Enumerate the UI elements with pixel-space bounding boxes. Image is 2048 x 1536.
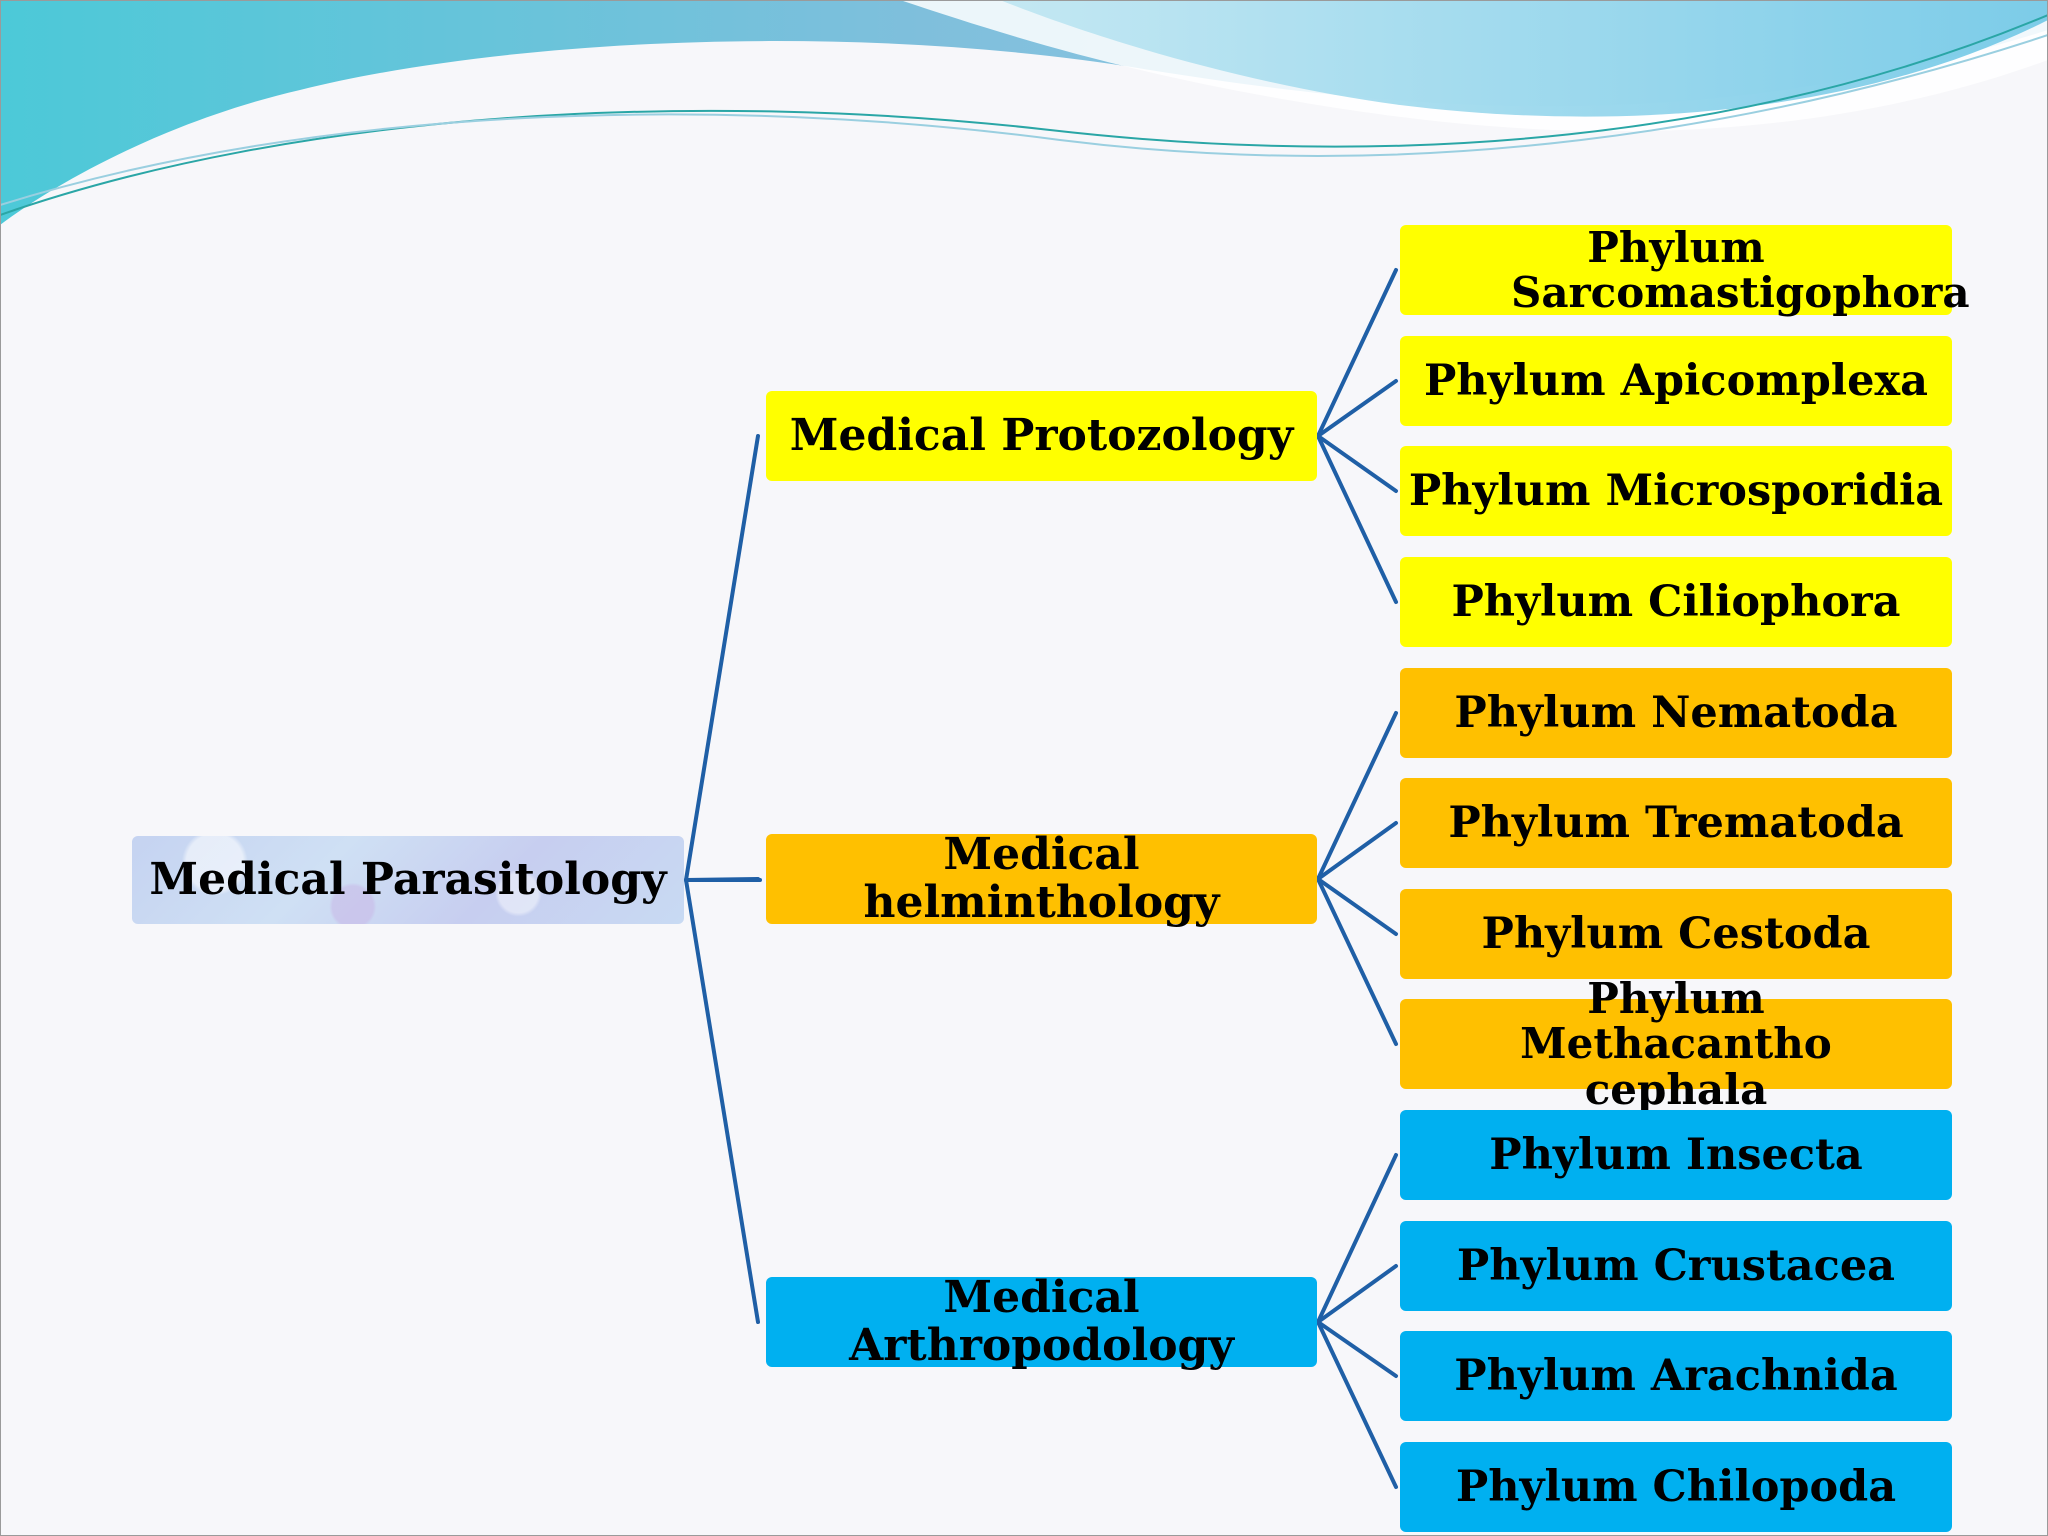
leaf-label: Phylum Sarcomastigophora — [1511, 222, 1970, 317]
root-label: Medical Parasitology — [149, 854, 667, 906]
connector-root-to-branch — [684, 878, 760, 1324]
leaf-label: Phylum Chilopoda — [1455, 1461, 1897, 1512]
root-node: Medical Parasitology — [132, 836, 684, 924]
branch-label: Medical helminthology — [863, 829, 1220, 928]
leaf-node-insecta: Phylum Insecta — [1400, 1110, 1952, 1200]
leaf-label: Phylum Trematoda — [1448, 797, 1904, 848]
branch-node-helminthology: Medical helminthology — [766, 829, 1317, 928]
connector-branch-to-leaf — [1316, 821, 1398, 881]
connector-root-to-branch — [684, 434, 760, 882]
branch-node-arthropodology: Medical Arthropodology — [766, 1272, 1317, 1371]
leaf-node-cestoda: Phylum Cestoda — [1400, 889, 1952, 979]
connector-branch-to-leaf — [1316, 1320, 1398, 1378]
branch-label: Medical Arthropodology — [849, 1272, 1234, 1371]
leaf-node-crustacea: Phylum Crustacea — [1400, 1221, 1952, 1311]
leaf-node-chilopoda: Phylum Chilopoda — [1400, 1442, 1952, 1532]
leaf-label: Phylum Apicomplexa — [1423, 355, 1929, 406]
connector-branch-to-leaf — [1316, 1153, 1398, 1324]
leaf-node-methacanthocephala: Phylum Methacanthocephala — [1400, 976, 1952, 1112]
header-wave-decoration — [0, 0, 2048, 225]
leaf-label: Phylum Cestoda — [1481, 908, 1871, 959]
leaf-node-arachnida: Phylum Arachnida — [1400, 1331, 1952, 1421]
connector-branch-to-leaf — [1316, 434, 1398, 604]
branch-node-protozology: Medical Protozology — [766, 391, 1317, 481]
connector-branch-to-leaf — [1316, 1320, 1398, 1489]
leaf-label: Phylum Methacanthocephala — [1520, 973, 1832, 1114]
connector-branch-to-leaf — [1316, 877, 1398, 1046]
leaf-label: Phylum Nematoda — [1454, 687, 1898, 738]
leaf-label: Phylum Arachnida — [1454, 1350, 1898, 1401]
leaf-label: Phylum Microsporidia — [1408, 465, 1944, 516]
leaf-label: Phylum Crustacea — [1456, 1240, 1896, 1291]
leaf-node-sarcomastigophora: Phylum Sarcomastigophora — [1400, 222, 1970, 317]
connector-branch-to-leaf — [1316, 434, 1398, 493]
leaf-node-ciliophora: Phylum Ciliophora — [1400, 557, 1952, 647]
connector-root-to-branch — [684, 877, 760, 882]
leaf-node-nematoda: Phylum Nematoda — [1400, 668, 1952, 758]
leaf-node-trematoda: Phylum Trematoda — [1400, 778, 1952, 868]
leaf-label: Phylum Insecta — [1489, 1129, 1863, 1180]
connector-branch-to-leaf — [1316, 877, 1398, 936]
branch-label: Medical Protozology — [789, 410, 1294, 462]
connector-branch-to-leaf — [1316, 1264, 1398, 1324]
connector-branch-to-leaf — [1316, 711, 1398, 881]
leaf-node-apicomplexa: Phylum Apicomplexa — [1400, 336, 1952, 426]
connector-branch-to-leaf — [1316, 268, 1398, 438]
connector-branch-to-leaf — [1316, 379, 1398, 438]
leaf-label: Phylum Ciliophora — [1451, 576, 1901, 627]
leaf-node-microsporidia: Phylum Microsporidia — [1400, 446, 1952, 536]
